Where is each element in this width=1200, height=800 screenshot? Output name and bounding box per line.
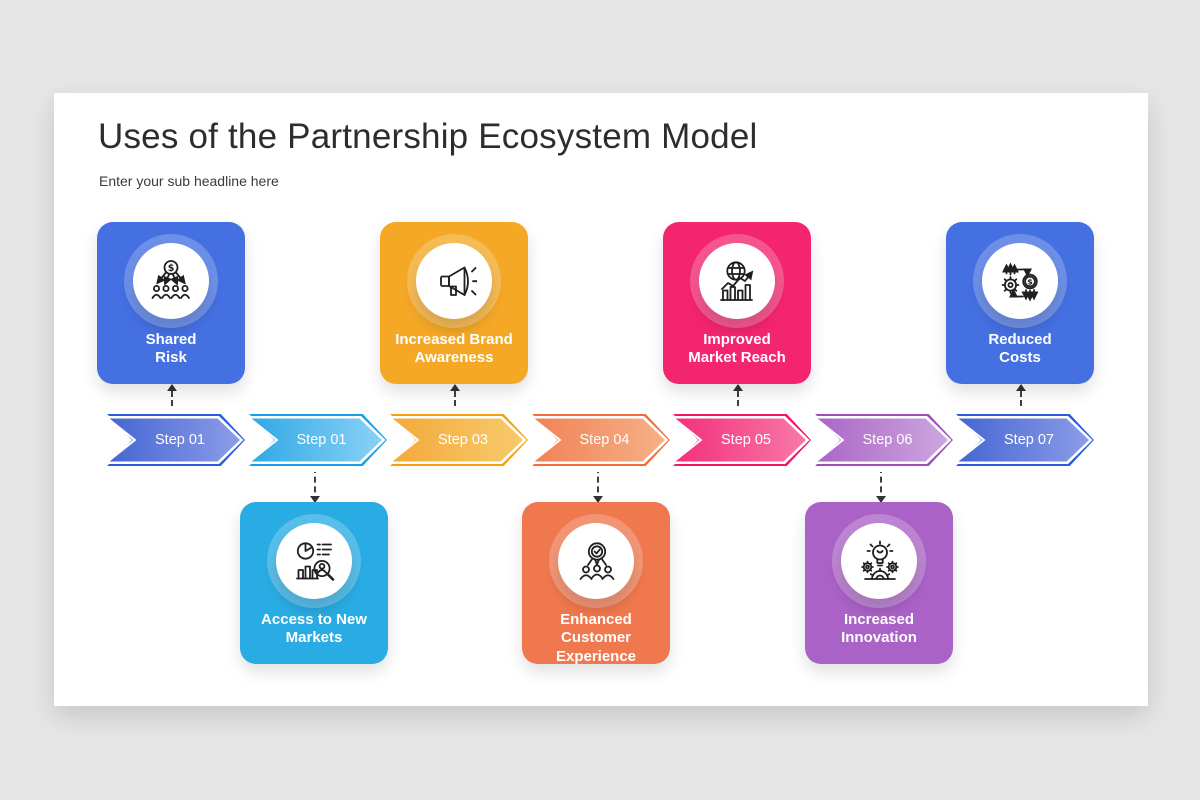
icon-circle bbox=[841, 523, 917, 599]
step-label: Step 03 bbox=[438, 432, 488, 448]
step-label: Step 01 bbox=[155, 432, 205, 448]
step-arrow-1: Step 01 bbox=[92, 408, 254, 472]
step-arrow-2: Step 01 bbox=[234, 408, 395, 472]
card-label: Improved Market Reach bbox=[688, 331, 786, 367]
customer-award-icon bbox=[579, 542, 615, 580]
step-label: Step 05 bbox=[721, 432, 771, 448]
chevron-shape bbox=[92, 408, 254, 472]
page-title: Uses of the Partnership Ecosystem Model bbox=[98, 117, 758, 156]
card-shared-risk: $ Shared Risk bbox=[97, 222, 245, 384]
connector-up-3 bbox=[450, 384, 460, 415]
svg-text:$: $ bbox=[1027, 278, 1033, 287]
card-label: Reduced Costs bbox=[988, 331, 1052, 367]
connector-up-7 bbox=[1016, 384, 1026, 415]
step-arrow-6: Step 06 bbox=[800, 408, 961, 472]
cost-exchange-icon: $ bbox=[1001, 262, 1039, 302]
connector-down-4 bbox=[593, 467, 603, 503]
chevron-shape bbox=[234, 408, 395, 472]
connector-down-6 bbox=[876, 467, 886, 503]
card-label: Enhanced Customer Experience bbox=[555, 611, 637, 665]
step-arrow-5: Step 05 bbox=[658, 408, 820, 472]
page-subtitle: Enter your sub headline here bbox=[99, 173, 279, 189]
connector-down-2 bbox=[310, 467, 320, 503]
card-label: Shared Risk bbox=[145, 331, 197, 367]
chevron-shape bbox=[800, 408, 961, 472]
icon-circle: $ bbox=[133, 243, 209, 319]
step-arrow-7: Step 07 bbox=[941, 408, 1103, 472]
svg-text:$: $ bbox=[168, 263, 175, 274]
slide-panel: Uses of the Partnership Ecosystem Model … bbox=[54, 93, 1148, 706]
chevron-shape bbox=[941, 408, 1103, 472]
step-label: Step 01 bbox=[296, 432, 347, 448]
connector-up-5 bbox=[733, 384, 743, 415]
card-enhanced-customer-experience: Enhanced Customer Experience bbox=[522, 502, 670, 665]
connector-up-1 bbox=[167, 384, 177, 415]
card-label: Increased Innovation bbox=[841, 611, 917, 647]
globe-growth-icon bbox=[720, 261, 754, 301]
card-improved-market-reach: Improved Market Reach bbox=[663, 222, 811, 384]
step-arrow-4: Step 04 bbox=[517, 408, 678, 472]
step-label: Step 07 bbox=[1004, 432, 1054, 448]
step-arrow-3: Step 03 bbox=[375, 408, 537, 472]
shared-risk-icon: $ bbox=[151, 260, 190, 299]
card-increased-brand-awareness: Increased Brand Awareness bbox=[380, 222, 528, 384]
card-access-to-new-markets: Access to New Markets bbox=[240, 502, 388, 664]
icon-circle bbox=[416, 243, 492, 319]
card-label: Access to New Markets bbox=[261, 611, 367, 647]
chevron-shape bbox=[375, 408, 537, 472]
icon-circle: $ bbox=[982, 243, 1058, 319]
card-reduced-costs: $ Reduced Costs bbox=[946, 222, 1094, 384]
card-increased-innovation: Increased Innovation bbox=[805, 502, 953, 664]
megaphone-icon bbox=[440, 266, 477, 296]
market-analysis-icon bbox=[296, 542, 335, 581]
lightbulb-gears-icon bbox=[861, 540, 899, 580]
step-label: Step 06 bbox=[862, 432, 913, 448]
chevron-shape bbox=[517, 408, 678, 472]
icon-circle bbox=[558, 523, 634, 599]
chevron-shape bbox=[658, 408, 820, 472]
icon-circle bbox=[276, 523, 352, 599]
icon-circle bbox=[699, 243, 775, 319]
card-label: Increased Brand Awareness bbox=[395, 331, 513, 367]
step-label: Step 04 bbox=[579, 432, 630, 448]
